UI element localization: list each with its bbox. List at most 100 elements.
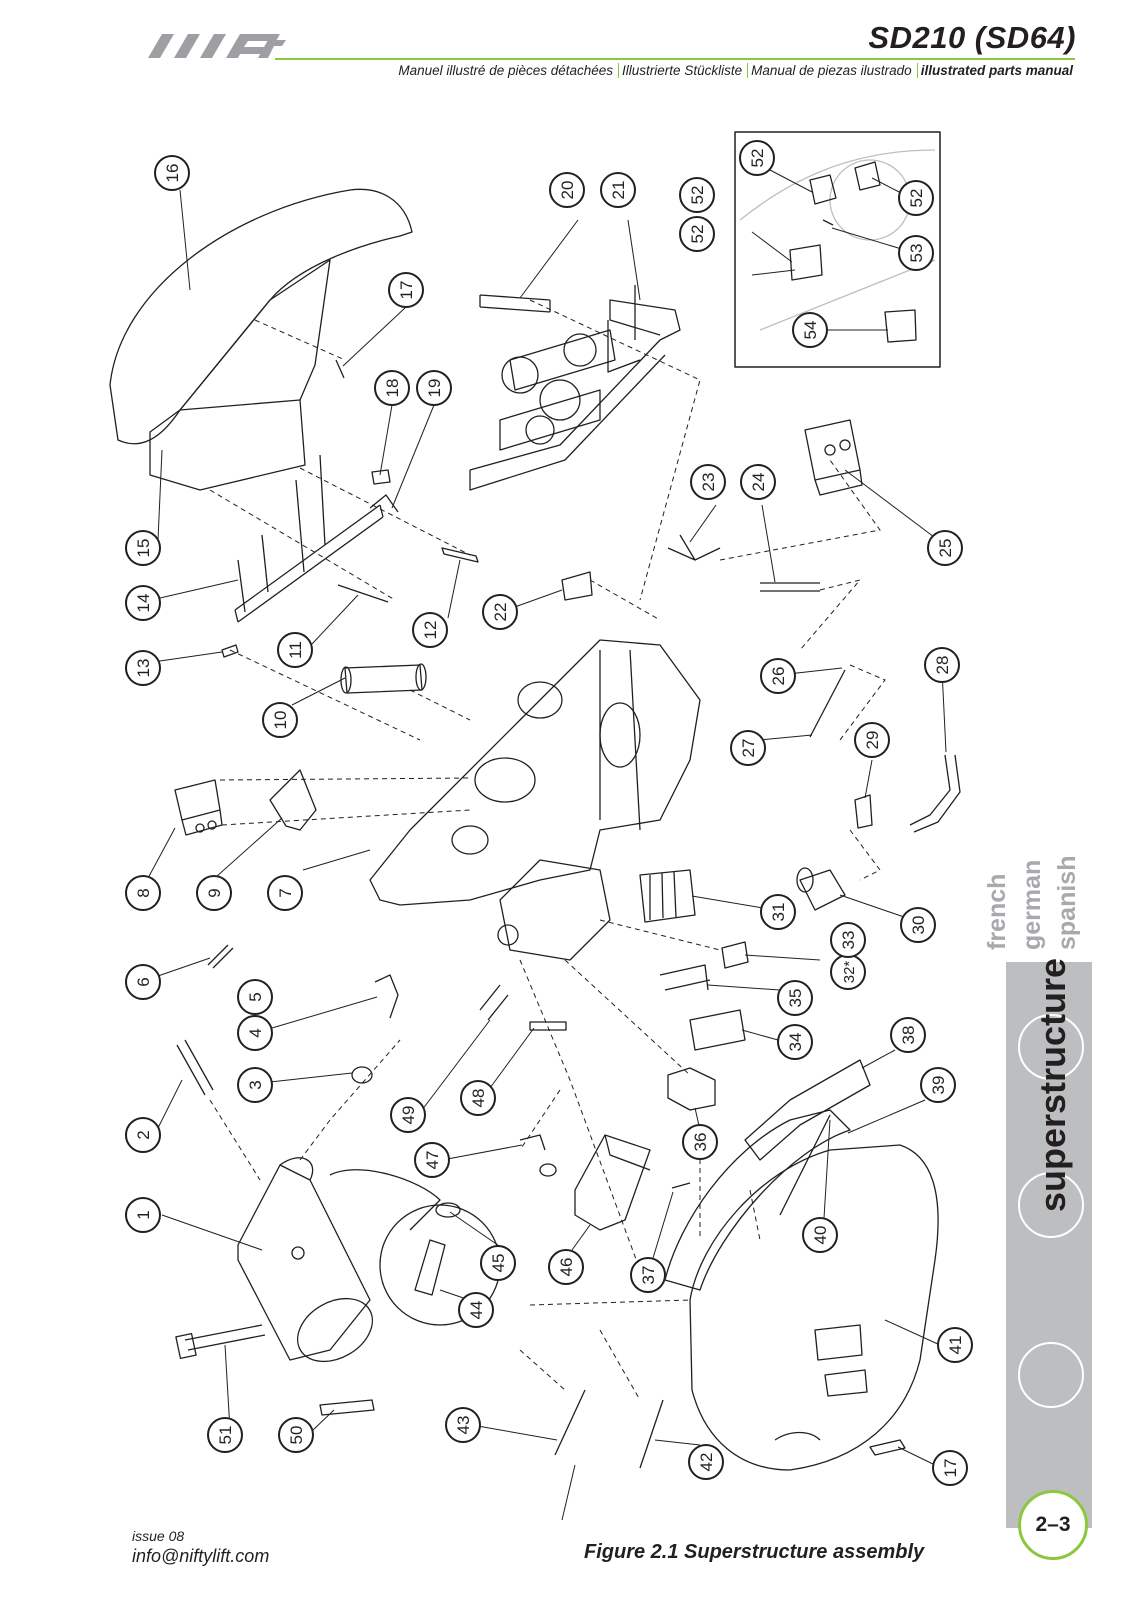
svg-text:52: 52 bbox=[748, 149, 767, 168]
part-37-label bbox=[671, 1182, 691, 1189]
callout-36: 36 bbox=[682, 1124, 718, 1160]
svg-text:49: 49 bbox=[399, 1106, 418, 1125]
part-26-27-rod bbox=[809, 669, 846, 738]
callout-52-inset-top: 52 bbox=[739, 140, 775, 176]
svg-text:1: 1 bbox=[134, 1210, 153, 1219]
callout-19: 19 bbox=[416, 370, 452, 406]
part-24-pin bbox=[760, 582, 820, 592]
svg-text:14: 14 bbox=[134, 594, 153, 613]
callout-25: 25 bbox=[927, 530, 963, 566]
part-12-bracket bbox=[441, 547, 479, 563]
svg-text:54: 54 bbox=[801, 321, 820, 340]
svg-text:20: 20 bbox=[558, 181, 577, 200]
callout-15: 15 bbox=[125, 530, 161, 566]
svg-text:30: 30 bbox=[909, 916, 928, 935]
callout-17-lower: 17 bbox=[932, 1450, 968, 1486]
svg-text:48: 48 bbox=[469, 1089, 488, 1108]
part-11-rod bbox=[337, 584, 389, 603]
svg-text:25: 25 bbox=[936, 539, 955, 558]
part-8-valve bbox=[174, 779, 223, 836]
callout-21: 21 bbox=[600, 172, 636, 208]
callout-54: 54 bbox=[792, 312, 828, 348]
callout-2: 2 bbox=[125, 1117, 161, 1153]
callout-50: 50 bbox=[278, 1417, 314, 1453]
callout-24: 24 bbox=[740, 464, 776, 500]
svg-text:27: 27 bbox=[739, 739, 758, 758]
part-13-bracket bbox=[221, 644, 239, 658]
callout-42: 42 bbox=[688, 1444, 724, 1480]
svg-text:34: 34 bbox=[786, 1033, 805, 1052]
svg-text:12: 12 bbox=[421, 621, 440, 640]
svg-text:6: 6 bbox=[134, 977, 153, 986]
callout-6: 6 bbox=[125, 964, 161, 1000]
callout-8: 8 bbox=[125, 875, 161, 911]
svg-text:22: 22 bbox=[491, 603, 510, 622]
callout-22: 22 bbox=[482, 594, 518, 630]
svg-text:37: 37 bbox=[639, 1266, 658, 1285]
callout-4: 4 bbox=[237, 1015, 273, 1051]
callout-28: 28 bbox=[924, 647, 960, 683]
svg-text:26: 26 bbox=[769, 667, 788, 686]
part-51-bolt bbox=[184, 1324, 266, 1351]
superstructure-exploded-diagram: 1 2 3 4 5 6 7 8 9 10 11 12 13 14 15 16 1… bbox=[109, 131, 973, 1520]
svg-text:43: 43 bbox=[454, 1416, 473, 1435]
svg-text:52: 52 bbox=[688, 186, 707, 205]
lang-spanish: spanish bbox=[1053, 855, 1081, 950]
part-32-connector bbox=[721, 941, 749, 969]
part-42-key bbox=[639, 1399, 664, 1469]
part-17-clip bbox=[335, 359, 345, 379]
callout-13: 13 bbox=[125, 650, 161, 686]
subtitle-spanish: Manual de piezas ilustrado bbox=[747, 63, 915, 78]
callout-45: 45 bbox=[480, 1245, 516, 1281]
svg-text:46: 46 bbox=[557, 1258, 576, 1277]
svg-text:13: 13 bbox=[134, 659, 153, 678]
model-title: SD210 (SD64) bbox=[868, 20, 1076, 55]
part-20-pin bbox=[479, 294, 551, 313]
svg-text:35: 35 bbox=[786, 989, 805, 1008]
svg-text:18: 18 bbox=[383, 379, 402, 398]
svg-text:15: 15 bbox=[134, 539, 153, 558]
svg-text:38: 38 bbox=[899, 1026, 918, 1045]
callout-44: 44 bbox=[458, 1292, 494, 1328]
part-18-bracket bbox=[371, 469, 391, 485]
platform-icon bbox=[1018, 1172, 1084, 1238]
svg-text:16: 16 bbox=[163, 164, 182, 183]
svg-text:40: 40 bbox=[811, 1226, 830, 1245]
part-22-switch bbox=[561, 571, 593, 601]
part-39-panel bbox=[664, 1109, 851, 1291]
svg-text:19: 19 bbox=[425, 379, 444, 398]
part-43-key bbox=[554, 1389, 586, 1456]
svg-text:47: 47 bbox=[423, 1151, 442, 1170]
callout-43: 43 bbox=[445, 1407, 481, 1443]
part-28-tube bbox=[909, 754, 951, 826]
svg-text:36: 36 bbox=[691, 1133, 710, 1152]
part-3-fitting bbox=[351, 1066, 373, 1084]
callout-33: 33 bbox=[830, 922, 866, 958]
callout-12: 12 bbox=[412, 612, 448, 648]
subtitle-english: illustrated parts manual bbox=[916, 63, 1076, 78]
issue-number: issue 08 bbox=[132, 1528, 185, 1544]
part-4-bracket bbox=[374, 974, 399, 1019]
callout-1: 1 bbox=[125, 1197, 161, 1233]
callout-16: 16 bbox=[154, 155, 190, 191]
part-49-fitting bbox=[479, 984, 509, 1021]
part-9-plate bbox=[269, 769, 317, 831]
part-2-rod bbox=[176, 1039, 214, 1096]
part-14-frame bbox=[234, 504, 384, 623]
lang-french: french bbox=[983, 873, 1011, 950]
subtitle-french: Manuel illustré de pièces détachées bbox=[398, 63, 614, 78]
svg-text:11: 11 bbox=[286, 641, 305, 659]
svg-text:9: 9 bbox=[205, 888, 224, 897]
svg-text:31: 31 bbox=[769, 903, 788, 922]
svg-text:8: 8 bbox=[134, 888, 153, 897]
section-category-label: superstructure bbox=[1032, 957, 1073, 1212]
callout-37: 37 bbox=[630, 1257, 666, 1293]
callout-10: 10 bbox=[262, 702, 298, 738]
svg-text:42: 42 bbox=[697, 1453, 716, 1472]
callout-9: 9 bbox=[196, 875, 232, 911]
callout-17-upper: 17 bbox=[388, 272, 424, 308]
svg-text:2: 2 bbox=[134, 1130, 153, 1139]
part-48-strip bbox=[529, 1021, 567, 1031]
svg-text:44: 44 bbox=[467, 1301, 486, 1320]
